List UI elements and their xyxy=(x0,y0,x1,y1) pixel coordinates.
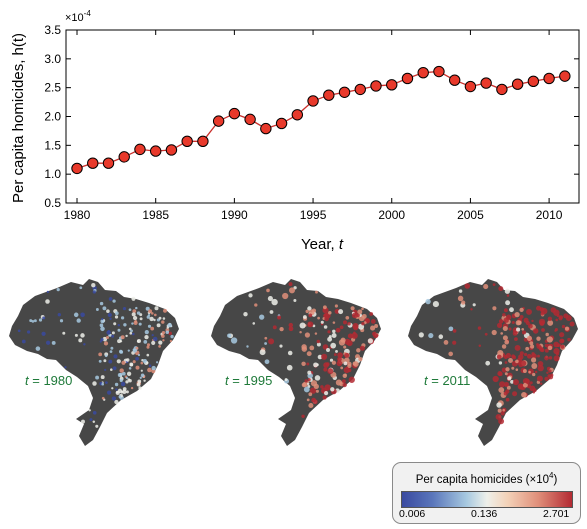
series-line xyxy=(76,70,565,170)
map-year-label: t = 2011 xyxy=(424,373,471,388)
data-point xyxy=(149,145,162,157)
data-point xyxy=(354,83,366,96)
data-point xyxy=(559,70,571,82)
brazil-map-shape xyxy=(408,279,578,446)
y-tick-label: 3.5 xyxy=(44,23,61,37)
data-point xyxy=(464,80,477,93)
x-tick-label: 2005 xyxy=(457,208,484,222)
x-tick-label: 1980 xyxy=(64,208,91,222)
data-point xyxy=(71,162,83,175)
brazil-map-2011: t = 2011 xyxy=(404,278,587,458)
data-point xyxy=(134,143,146,156)
y-axis-unit: ×10-4 xyxy=(65,9,91,24)
data-point xyxy=(448,74,461,86)
x-tick-label: 2000 xyxy=(378,208,405,222)
municipality-dots xyxy=(418,283,575,425)
map-year-label: t = 1995 xyxy=(225,373,273,388)
data-point xyxy=(181,135,193,147)
plot-frame xyxy=(65,29,580,204)
municipality-dots xyxy=(227,282,379,419)
data-point xyxy=(212,115,225,127)
legend-title: Per capita homicides (×104) xyxy=(415,471,558,486)
data-point xyxy=(228,107,241,120)
y-tick-label: 2.0 xyxy=(44,110,61,124)
data-point xyxy=(323,89,335,101)
data-point xyxy=(417,66,429,79)
data-point xyxy=(244,113,256,126)
country-outline xyxy=(408,279,578,446)
data-point xyxy=(543,72,555,85)
data-point xyxy=(496,83,508,96)
y-tick-label: 1.0 xyxy=(44,167,61,181)
data-point xyxy=(480,77,492,89)
map-year-label: t = 1980 xyxy=(25,373,73,388)
legend-colorbar xyxy=(401,491,573,508)
municipality-dots xyxy=(17,283,174,428)
data-point xyxy=(87,157,99,169)
legend-mid-label: 0.136 xyxy=(471,508,498,520)
data-point xyxy=(511,78,524,90)
y-tick-label: 1.5 xyxy=(44,138,61,152)
legend-min-label: 0.006 xyxy=(399,508,426,520)
data-point xyxy=(275,117,288,130)
country-outline xyxy=(211,279,381,446)
x-tick-label: 1985 xyxy=(142,208,169,222)
data-point xyxy=(401,72,414,85)
data-point xyxy=(433,65,445,78)
brazil-map-shape xyxy=(9,279,179,446)
data-point xyxy=(338,86,351,98)
y-tick-label: 3.0 xyxy=(44,52,61,66)
data-point xyxy=(370,80,382,92)
brazil-maps-row: t = 1980 t = 1995 t = 2011 xyxy=(0,278,587,458)
data-point xyxy=(291,109,304,121)
data-point xyxy=(165,144,178,156)
data-point xyxy=(527,75,540,88)
data-point xyxy=(260,122,272,135)
brazil-map-1995: t = 1995 xyxy=(207,278,392,458)
data-point xyxy=(307,95,319,107)
data-point xyxy=(102,157,115,169)
x-axis-label: Year, t xyxy=(301,236,344,253)
data-point xyxy=(386,79,398,91)
legend-max-label: 2.701 xyxy=(543,508,570,520)
x-tick-label: 2010 xyxy=(536,208,563,222)
data-point xyxy=(197,135,209,147)
brazil-map-shape xyxy=(211,279,381,446)
homicide-line-chart: 0.5 1.0 1.5 2.0 2.5 3.0 3.5 1980 1985 1990 1995 200… xyxy=(10,9,580,253)
x-tick-label: 1995 xyxy=(300,208,327,222)
y-axis-label: Per capita homicides, h(t) xyxy=(10,33,27,203)
x-tick-label: 1990 xyxy=(221,208,248,222)
color-scale-legend: Per capita homicides (×104) 0.006 0.136 … xyxy=(392,462,581,524)
y-tick-label: 2.5 xyxy=(44,81,61,95)
y-tick-label: 0.5 xyxy=(44,196,61,210)
brazil-map-1980: t = 1980 xyxy=(5,278,190,458)
data-point xyxy=(118,151,130,163)
